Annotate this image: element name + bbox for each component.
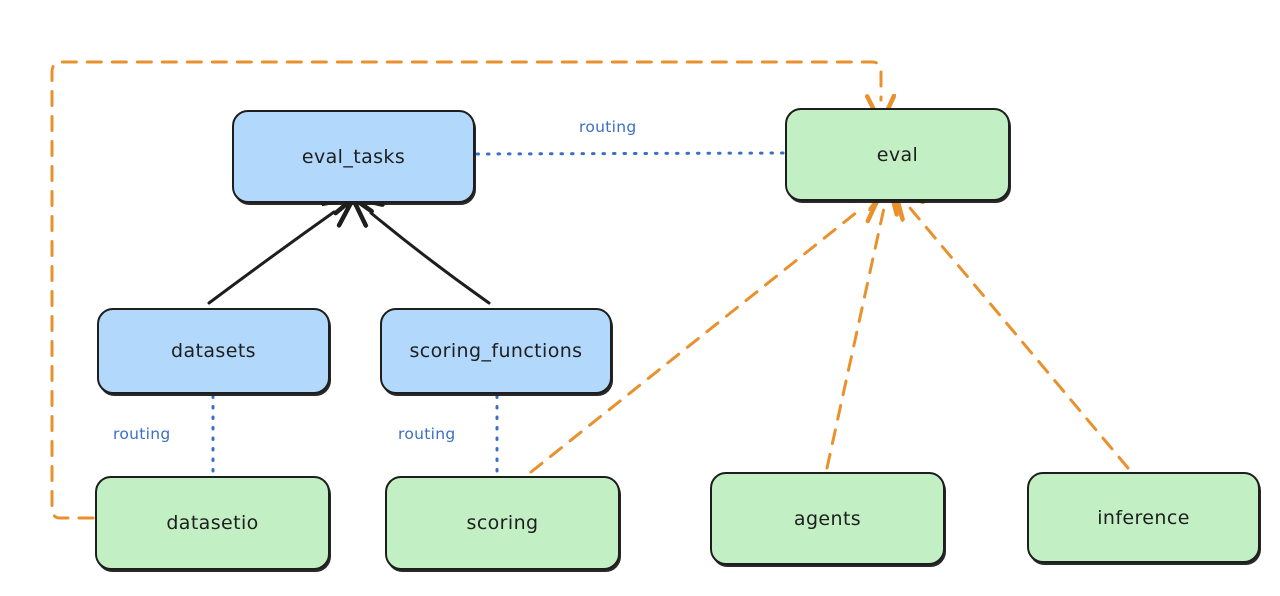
- edge-agents-to-eval: [825, 208, 884, 470]
- node-eval-tasks[interactable]: eval_tasks: [232, 110, 475, 203]
- edge-scoring-to-eval: [529, 208, 862, 474]
- node-label: eval: [876, 143, 919, 166]
- edge-datasetio-to-eval: [50, 60, 881, 520]
- edge-eval-tasks-to-eval: [475, 151, 785, 156]
- edge-label-routing-datasets: routing: [113, 425, 171, 443]
- node-eval[interactable]: eval: [785, 108, 1010, 201]
- edge-datasets-to-eval-tasks: [207, 212, 334, 305]
- node-label: datasetio: [166, 512, 259, 534]
- node-inference[interactable]: inference: [1027, 472, 1260, 563]
- node-agents[interactable]: agents: [710, 472, 945, 565]
- node-datasetio[interactable]: datasetio: [95, 476, 330, 570]
- node-label: agents: [793, 507, 862, 530]
- node-datasets[interactable]: datasets: [97, 308, 330, 394]
- edge-scoring-functions-to-eval-tasks: [371, 213, 491, 305]
- node-scoring[interactable]: scoring: [385, 476, 620, 570]
- edge-label-routing-eval: routing: [579, 118, 637, 136]
- node-label: datasets: [171, 340, 256, 362]
- node-label: scoring: [466, 512, 539, 534]
- node-label: scoring_functions: [409, 340, 583, 362]
- node-label: inference: [1097, 506, 1190, 529]
- edge-label-routing-scoring: routing: [398, 425, 456, 443]
- edge-inference-to-eval: [910, 208, 1130, 470]
- node-label: eval_tasks: [301, 145, 406, 168]
- node-scoring-functions[interactable]: scoring_functions: [380, 308, 612, 394]
